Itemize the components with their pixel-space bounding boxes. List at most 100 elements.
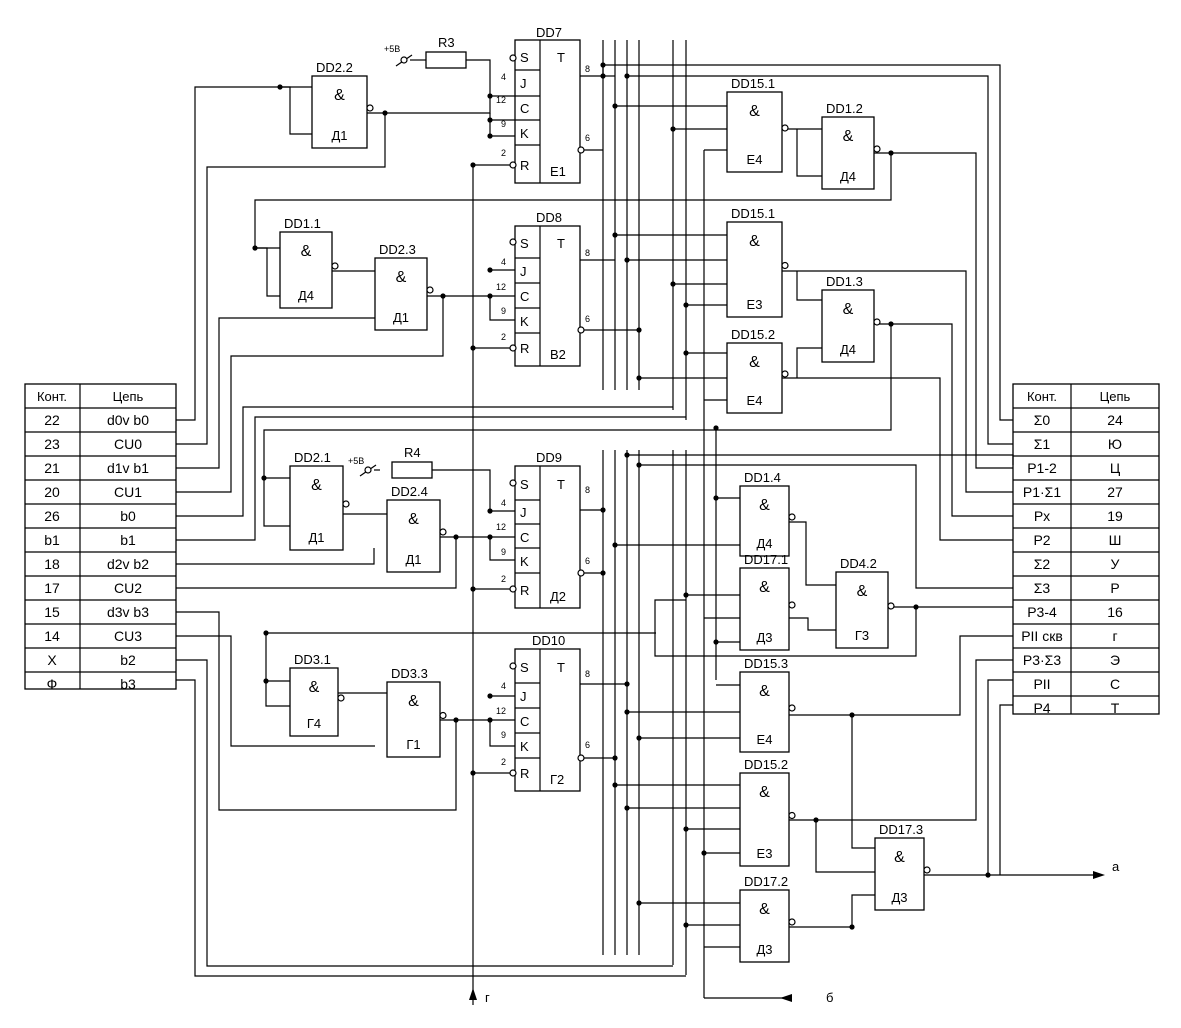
gate-dd15-1-9: DD15.1&Е3 [726,206,789,318]
junction-dot-56 [985,872,991,878]
right-rows-circuit-9: г [1112,628,1117,644]
gate-output-bubble-6 [439,711,447,720]
junction-dot-18 [624,257,630,263]
power-supply-r4: +5В R4 [348,445,433,479]
trigger-dd7: DD7 S J C K R T Е1 4 12 9 2 8 6 [496,25,590,184]
gate-and-symbol-14: & [857,583,868,600]
gate-output-bubble-18 [923,866,931,874]
junction-dot-26 [261,475,267,481]
junction-dot-9 [612,103,618,109]
junction-dot-14 [487,267,493,273]
gate-dd15-1-7: DD15.1&Е4 [726,76,789,173]
right-rows-circuit-1: Ю [1108,436,1122,452]
gate-and-symbol-18: & [894,849,905,866]
gate-name-12: Д4 [756,536,772,551]
dd8-name: В2 [550,347,566,362]
gate-ref-11: DD15.2 [731,327,775,342]
gate-dd1-3-10: DD1.3&Д4 [821,274,881,363]
junction-dot-36 [713,639,719,645]
junction-dot-8 [624,73,630,79]
junction-dot-19 [670,281,676,287]
gate-name-17: Д3 [756,942,772,957]
junction-dot-10 [670,126,676,132]
dd10-pin-s: S [520,660,529,675]
gate-dd15-2-11: DD15.2&Е4 [726,327,789,414]
gate-name-16: Е3 [757,846,773,861]
gate-output-bubble-11 [781,370,789,378]
junction-dot-49 [624,805,630,811]
gate-output-bubble-2 [426,286,434,294]
dd8-type: T [557,236,565,251]
gate-name-6: Г1 [406,737,420,752]
right-rows-contact-1: Σ1 [1034,436,1051,452]
junction-dot-57 [600,507,606,513]
junction-dot-20 [683,302,689,308]
right-rows-circuit-12: Т [1111,700,1120,716]
svg-text:2: 2 [501,148,506,158]
svg-text:9: 9 [501,730,506,740]
junction-dot-0 [277,84,283,90]
right-rows-circuit-11: С [1110,676,1120,692]
junction-dot-46 [636,735,642,741]
gate-dd17-2-17: DD17.2&Д3 [739,874,796,963]
right-rows-circuit-2: Ц [1110,460,1121,476]
svg-text:8: 8 [585,248,590,258]
gate-dd2-4-4: DD2.4&Д1 [386,484,447,573]
gate-and-symbol-10: & [843,301,854,318]
dd8-pin-c: C [520,289,529,304]
junction-dot-54 [683,922,689,928]
gate-name-2: Д1 [393,310,409,325]
svg-text:4: 4 [501,72,506,82]
gate-name-8: Д4 [840,169,856,184]
svg-text:12: 12 [496,522,506,532]
dd9-pin-r: R [520,583,529,598]
dd8-pin-r: R [520,341,529,356]
gate-output-bubble-17 [788,918,796,926]
junction-dot-11 [888,150,894,156]
supply-label-1: +5В [384,44,400,54]
gate-output-bubble-12 [788,513,796,521]
gate-output-bubble-8 [873,145,881,153]
left-rows-contact-1: 23 [44,436,60,452]
junction-dot-22 [888,321,894,327]
resistor-r3 [425,51,467,69]
dd7-pin-k: K [520,126,529,141]
gate-ref-7: DD15.1 [731,76,775,91]
junction-dot-34 [612,542,618,548]
dd7-pin-j: J [520,76,527,91]
svg-text:9: 9 [501,306,506,316]
gate-output-bubble-0 [366,104,374,112]
gate-ref-13: DD17.1 [744,552,788,567]
gate-and-symbol-11: & [749,354,760,371]
gate-dd3-3-6: DD3.3&Г1 [386,666,447,758]
right-rows-contact-5: P2 [1033,532,1050,548]
junction-dot-41 [487,693,493,699]
dd7-name: Е1 [550,164,566,179]
dd8-pin-k: K [520,314,529,329]
dd9-pin-c: C [520,530,529,545]
gate-ref-4: DD2.4 [391,484,428,499]
gate-output-bubble-15 [788,704,796,712]
gate-output-bubble-1 [331,262,339,270]
output-a-arrowhead [1093,871,1105,879]
right-rows-contact-9: PII скв [1021,628,1063,644]
junction-dot-47 [849,712,855,718]
gate-name-14: Г3 [855,628,869,643]
supply-label-2: +5В [348,456,364,466]
junction-dot-33 [713,495,719,501]
gate-ref-14: DD4.2 [840,556,877,571]
gate-output-bubble-13 [788,601,796,609]
left-rows-circuit-5: b1 [120,532,136,548]
gate-and-symbol-17: & [759,901,770,918]
junction-dot-12 [252,245,258,251]
gate-output-bubble-7 [781,124,789,132]
left-rows-circuit-1: CU0 [114,436,142,452]
svg-text:2: 2 [501,332,506,342]
gate-name-10: Д4 [840,342,856,357]
left-rows-contact-2: 21 [44,460,60,476]
right-rows-contact-7: Σ3 [1034,580,1051,596]
right-rows-contact-12: P4 [1033,700,1050,716]
